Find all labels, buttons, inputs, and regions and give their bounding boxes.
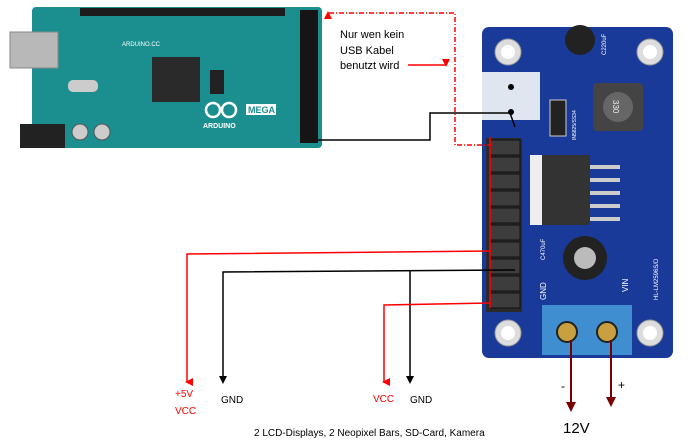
note-line-1: Nur wen kein: [340, 29, 404, 41]
screw-terminal: [542, 305, 632, 355]
pin-header: [486, 138, 522, 312]
module-model-label: HL-LM2596S/D: [654, 258, 660, 300]
inductor-label: 330: [611, 100, 620, 114]
gnd-label: GND: [539, 282, 548, 300]
vin-label: VIN: [621, 278, 630, 292]
caption: 2 LCD-Displays, 2 Neopixel Bars, SD-Card…: [254, 428, 485, 439]
cap-in-label: C470uF: [541, 238, 547, 260]
label-gnd-1: GND: [221, 395, 243, 406]
usb-note: Nur wen kein USB Kabel benutzt wird: [340, 29, 404, 72]
usb-port: [9, 31, 59, 69]
mcu-chip: [152, 57, 200, 102]
arduino-model: MEGA: [248, 105, 276, 115]
label-plus5v: +5V: [175, 389, 193, 400]
label-minus: -: [561, 379, 565, 393]
wire-5v-vcc: [185, 250, 491, 386]
label-12v: 12V: [563, 420, 590, 437]
top-header: [80, 8, 285, 16]
note-line-3: benutzt wird: [340, 60, 399, 72]
arduino-mega-board: ARDUINO.CC ARDUINO MEGA: [9, 7, 322, 148]
signal-wire: [318, 112, 516, 141]
usb-power-dashed-wire: [324, 11, 492, 146]
wire-gnd-1: [219, 269, 516, 384]
label-plus: +: [618, 378, 625, 392]
power-jack: [20, 124, 65, 148]
diode-label: IN5825/SS34: [572, 110, 578, 140]
cap-out-label: C220uF: [602, 33, 608, 55]
arduino-brand: ARDUINO: [203, 123, 236, 130]
note-line-2: USB Kabel: [340, 45, 394, 57]
output-capacitor: [565, 25, 595, 55]
right-header: [300, 10, 318, 143]
label-vcc-2: VCC: [373, 394, 394, 405]
diode: [549, 99, 567, 137]
wire-vcc: [382, 302, 491, 386]
buck-converter-module: C220uF 330 IN5825/SS34 C470uF GND VIN HL…: [482, 25, 673, 358]
label-vcc-1: VCC: [175, 406, 196, 417]
arduino-logo: [204, 101, 238, 119]
label-gnd-2: GND: [410, 395, 432, 406]
arduino-site-label: ARDUINO.CC: [122, 42, 161, 48]
